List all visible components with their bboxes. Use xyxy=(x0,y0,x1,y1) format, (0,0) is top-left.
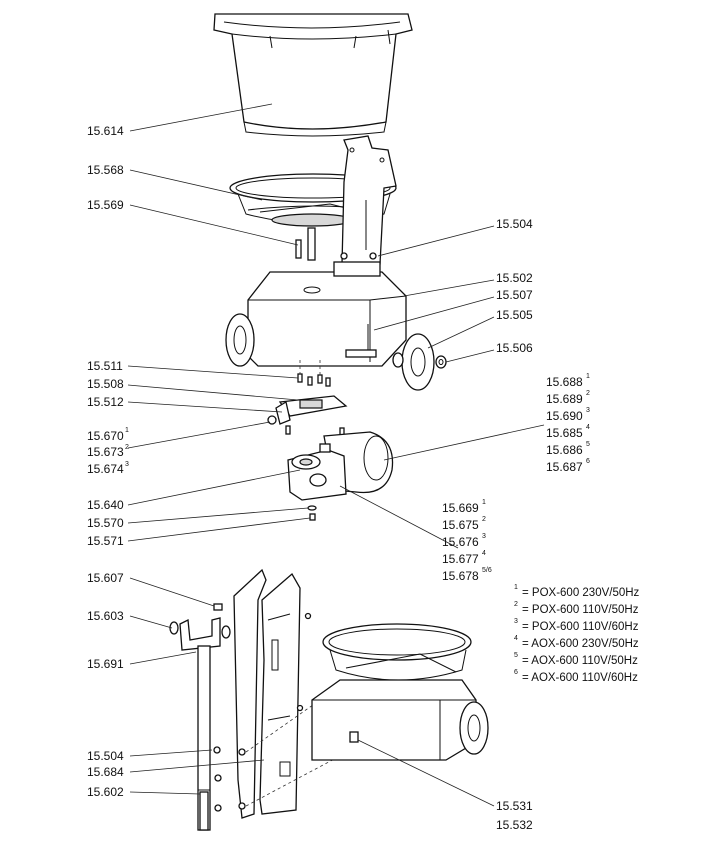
callout-15502: 15.502 xyxy=(496,271,533,285)
callout-15685: 15.685 xyxy=(546,426,583,440)
legend-text-5: = AOX-600 110V/50Hz xyxy=(522,655,638,667)
legend-num-1: 1 xyxy=(514,584,518,591)
part-frame xyxy=(233,568,301,819)
legend-num-6: 6 xyxy=(514,669,518,676)
callout-15675: 15.675 xyxy=(442,518,479,532)
callout-15568: 15.568 xyxy=(87,163,124,177)
sup-15673: 2 xyxy=(125,444,129,451)
legend-num-5: 5 xyxy=(514,652,518,659)
part-mounting-plate xyxy=(267,395,348,425)
sup-15688: 1 xyxy=(586,373,590,380)
callout-15690: 15.690 xyxy=(546,409,583,423)
callout-15670: 15.670 xyxy=(87,429,124,443)
callout-15569: 15.569 xyxy=(87,198,124,212)
part-wheel-left xyxy=(225,313,255,367)
sup-15669: 1 xyxy=(482,499,486,506)
callout-15512: 15.512 xyxy=(87,395,124,409)
callout-15676: 15.676 xyxy=(442,535,479,549)
legend-text-3: = POX-600 110V/60Hz xyxy=(522,621,639,633)
sup-15674: 3 xyxy=(125,461,129,468)
callout-15691: 15.691 xyxy=(87,657,124,671)
part-housing xyxy=(247,261,407,367)
legend-num-4: 4 xyxy=(514,635,518,642)
callout-15602: 15.602 xyxy=(87,785,124,799)
callout-15677: 15.677 xyxy=(442,552,479,566)
sup-15677: 4 xyxy=(482,550,486,557)
sup-15686: 5 xyxy=(586,441,590,448)
sup-15685: 4 xyxy=(586,424,590,431)
callout-15607: 15.607 xyxy=(87,571,124,585)
part-handle-screw xyxy=(213,603,223,611)
callout-15678: 15.678 xyxy=(442,569,479,583)
callout-15504-lower: 15.504 xyxy=(87,749,124,763)
legend-num-3: 3 xyxy=(514,618,518,625)
callout-labels: 15.614 15.568 15.569 15.504 15.502 15.50… xyxy=(87,124,590,832)
callout-15511: 15.511 xyxy=(87,359,123,373)
sup-15678: 5/6 xyxy=(482,567,492,574)
sup-15687: 6 xyxy=(586,458,590,465)
callout-15531: 15.531 xyxy=(496,799,533,813)
callout-15684: 15.684 xyxy=(87,765,124,779)
part-motor xyxy=(287,431,394,501)
callout-15603: 15.603 xyxy=(87,609,124,623)
sup-15670: 1 xyxy=(125,427,129,434)
part-pins xyxy=(295,227,316,261)
legend-num-2: 2 xyxy=(514,601,518,608)
legend-text-1: = POX-600 230V/50Hz xyxy=(522,587,640,599)
legend-text-2: = POX-600 110V/50Hz xyxy=(522,604,639,616)
callout-15532: 15.532 xyxy=(496,818,533,832)
part-bucket xyxy=(213,13,413,137)
part-handle-washer xyxy=(169,621,179,635)
part-screws-upper xyxy=(340,252,377,260)
part-assembled-body xyxy=(311,623,489,761)
sup-15689: 2 xyxy=(586,390,590,397)
callout-15669: 15.669 xyxy=(442,501,479,515)
part-handle-bracket xyxy=(179,617,231,651)
callout-15688: 15.688 xyxy=(546,375,583,389)
callout-15689: 15.689 xyxy=(546,392,583,406)
part-axle xyxy=(345,349,377,358)
sup-15675: 2 xyxy=(482,516,486,523)
callout-15508: 15.508 xyxy=(87,377,124,391)
part-wheel-right xyxy=(392,333,435,391)
callout-15570: 15.570 xyxy=(87,516,124,530)
legend-text-6: = AOX-600 110V/60Hz xyxy=(522,672,638,684)
part-handle-tube xyxy=(197,645,211,831)
legend-text-4: = AOX-600 230V/50Hz xyxy=(522,638,639,650)
part-screws-motor xyxy=(297,373,331,387)
callout-15505: 15.505 xyxy=(496,308,533,322)
sup-15676: 3 xyxy=(482,533,486,540)
part-screws-lower xyxy=(213,612,312,812)
callout-15673: 15.673 xyxy=(87,445,124,459)
callout-15674: 15.674 xyxy=(87,462,124,476)
callout-15686: 15.686 xyxy=(546,443,583,457)
callout-15614: 15.614 xyxy=(87,124,124,138)
part-upright-bracket xyxy=(341,135,397,265)
callout-15571: 15.571 xyxy=(87,534,124,548)
callout-15504-upper: 15.504 xyxy=(496,217,533,231)
variant-legend: 1 = POX-600 230V/50Hz 2 = POX-600 110V/5… xyxy=(514,584,640,684)
part-wheel-nut xyxy=(435,355,447,369)
sup-15690: 3 xyxy=(586,407,590,414)
callout-15640: 15.640 xyxy=(87,498,124,512)
leader-lines xyxy=(127,103,545,807)
callout-15687: 15.687 xyxy=(546,460,583,474)
callout-15506: 15.506 xyxy=(496,341,533,355)
callout-15507: 15.507 xyxy=(496,288,533,302)
